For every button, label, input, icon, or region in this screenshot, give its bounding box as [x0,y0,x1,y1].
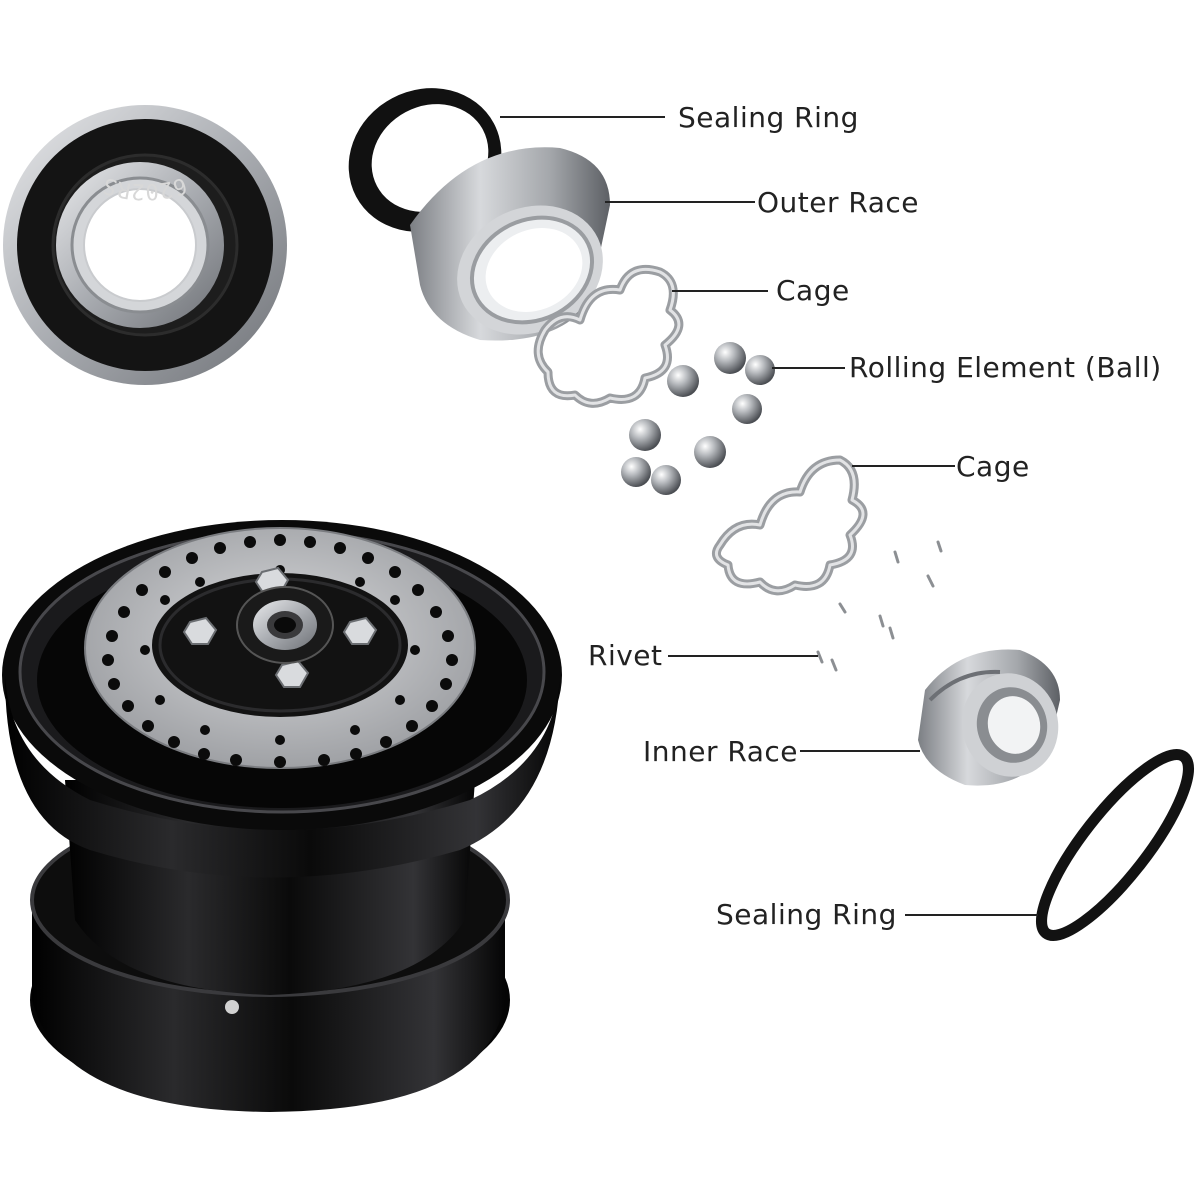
ball [621,457,651,487]
ball [667,365,699,397]
ball [694,436,726,468]
rivet [816,650,824,664]
rivet [888,626,895,640]
wheel-assembly [2,520,562,1112]
label-outer-race: Outer Race [757,186,919,219]
rivets [816,540,943,672]
leader-lines [500,116,1038,916]
sealing-ring-bottom-part [1036,749,1194,941]
inner-race-part [918,649,1060,786]
rivet [893,550,900,564]
brake-disc-holes [102,534,458,768]
label-rolling-element: Rolling Element (Ball) [849,351,1162,384]
ball [629,419,661,451]
outer-race-part [410,147,610,341]
label-cage-bottom: Cage [956,450,1030,483]
wheel-bolts [182,566,378,688]
rivet [926,574,935,588]
rivet [830,658,838,672]
rivet [936,540,943,553]
label-cage-top: Cage [776,274,850,307]
cage-bottom-part [711,455,868,596]
label-inner-race: Inner Race [643,735,798,768]
ball [745,355,775,385]
assembled-bearing: 6202RS [3,105,287,385]
label-sealing-ring-top: Sealing Ring [678,101,859,134]
rivet [838,602,847,614]
cage-top-part [533,264,684,408]
rivet [878,614,885,628]
ball [714,342,746,374]
label-sealing-ring-bottom: Sealing Ring [716,898,897,931]
ball [651,465,681,495]
rolling-elements [621,342,775,495]
ball [732,394,762,424]
label-rivet: Rivet [588,639,663,672]
